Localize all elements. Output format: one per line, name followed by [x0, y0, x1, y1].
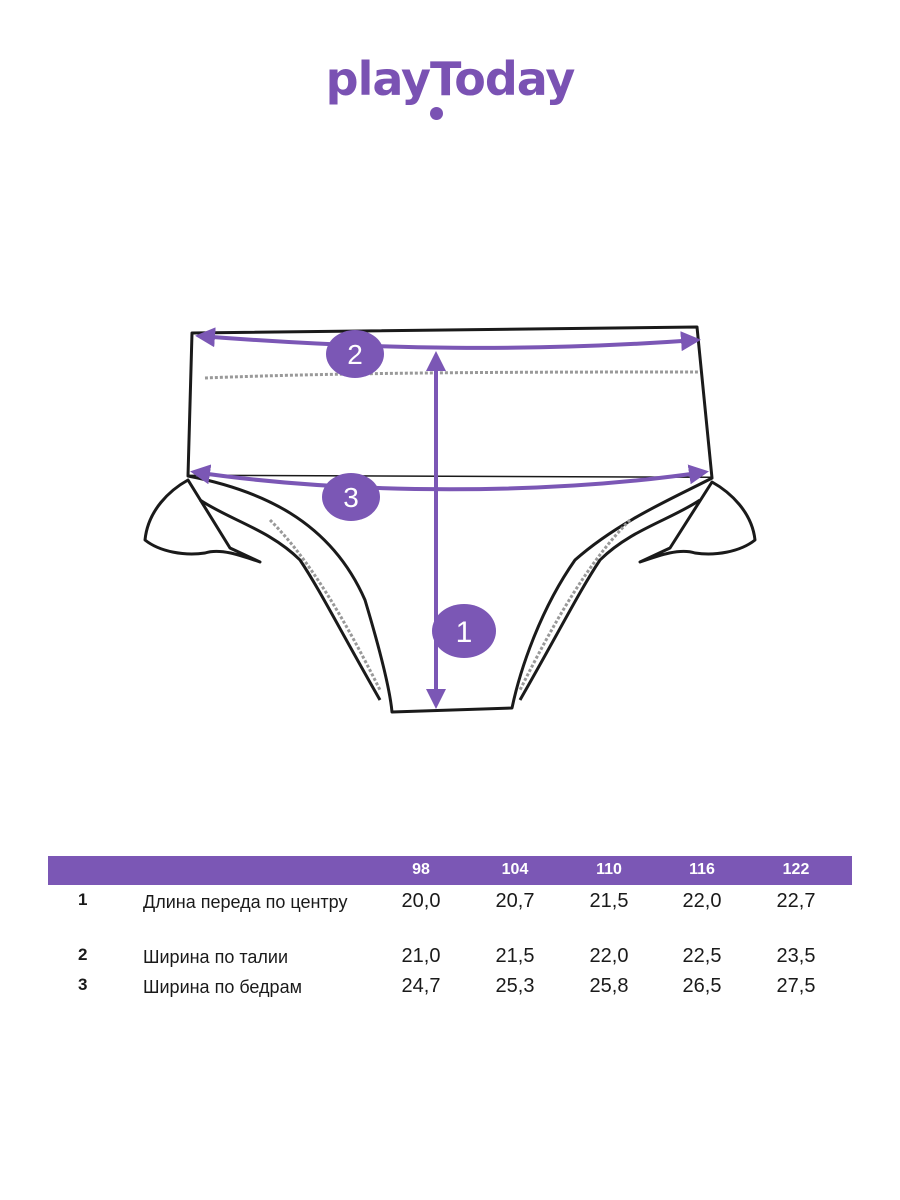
cell-value: 20,7 — [495, 890, 535, 912]
cell-value: 23,5 — [776, 945, 816, 967]
size-104: 104 — [501, 861, 529, 878]
marker-3: 3 — [322, 473, 380, 521]
row-number: 1 — [78, 890, 88, 909]
garment-outline — [143, 325, 757, 714]
row-number: 2 — [78, 945, 88, 964]
cell-value: 22,7 — [776, 890, 816, 912]
cell-value: 21,0 — [401, 945, 441, 967]
size-table: 98 104 110 116 122 1 Длина переда по цен… — [48, 856, 852, 997]
marker-3-label: 3 — [343, 482, 359, 513]
marker-1: 1 — [432, 604, 496, 658]
row-label: Ширина по бедрам — [143, 977, 302, 997]
marker-2: 2 — [326, 330, 384, 378]
row-label: Длина переда по центру — [143, 892, 348, 912]
row-number: 3 — [78, 975, 88, 994]
size-116: 116 — [689, 861, 715, 878]
cell-value: 20,0 — [401, 890, 441, 912]
marker-2-label: 2 — [347, 339, 363, 370]
cell-value: 25,8 — [589, 975, 629, 997]
size-122: 122 — [782, 861, 810, 878]
cell-value: 25,3 — [495, 975, 535, 997]
size-98: 98 — [412, 861, 430, 878]
row-label: Ширина по талии — [143, 947, 288, 967]
cell-value: 22,0 — [589, 945, 629, 967]
shorts-measurement-diagram: 2 3 1 — [143, 325, 757, 714]
brand-logo: playToday — [325, 52, 576, 106]
cell-value: 24,7 — [401, 975, 441, 997]
marker-1-label: 1 — [456, 616, 473, 649]
cell-value: 22,5 — [682, 945, 722, 967]
cell-value: 26,5 — [682, 975, 722, 997]
cell-value: 27,5 — [776, 975, 816, 997]
size-110: 110 — [596, 861, 622, 878]
size-header: 98 104 110 116 122 — [48, 856, 852, 885]
cell-value: 21,5 — [495, 945, 535, 967]
cell-value: 22,0 — [682, 890, 722, 912]
cell-value: 21,5 — [589, 890, 629, 912]
logo-dot-icon — [430, 107, 443, 120]
